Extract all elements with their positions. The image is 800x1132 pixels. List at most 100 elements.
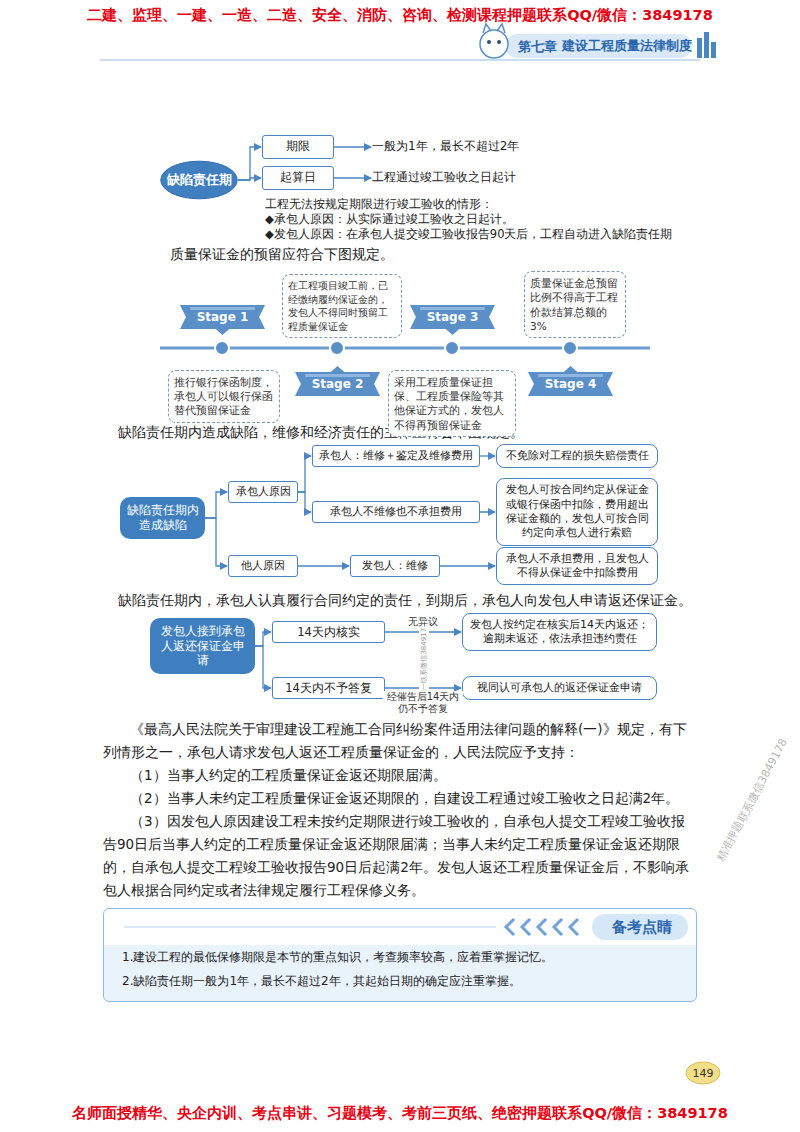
timeline-dot — [330, 341, 344, 355]
chevron — [538, 919, 546, 935]
connector — [334, 177, 371, 178]
result-box: 承包人不承担费用，且发包人不得从保证金中扣除费用 — [496, 547, 658, 586]
node-text: 他人原因 — [234, 559, 292, 573]
banner-shape — [528, 366, 613, 396]
ellipse-shape — [161, 161, 237, 199]
node-text: 起算日 — [268, 170, 328, 186]
result-box: 视同认可承包人的返还保证金申请 — [462, 676, 657, 700]
node-text: 视同认可承包人的返还保证金申请 — [469, 681, 650, 695]
body-text: 缺陷责任期内，承包人认真履行合同约定的责任，到期后，承包人向发包人申请返还保证金… — [118, 590, 692, 610]
callout-box: 质量保证金总预留比例不得高于工程价款结算总额的3% — [524, 271, 626, 338]
banner-shape — [295, 366, 380, 396]
mascot-head — [480, 30, 508, 58]
callout-box: 推行银行保函制度，承包人可以银行保函替代预留保证金 — [168, 370, 280, 423]
node-text: Stage 4 — [528, 366, 613, 396]
mascot-eye — [497, 40, 501, 44]
callout-box: 在工程项目竣工前，已经缴纳履约保证金的，发包人不得同时预留工程质量保证金 — [282, 274, 402, 338]
process-box: 承包人不维修也不承担费用 — [312, 501, 480, 523]
node-text: 采用工程质量保证担保、工程质量保险等其他保证方式的，发包人不得再预留保证金 — [394, 375, 510, 432]
chapter-title: 建设工程质量法律制度 — [562, 38, 692, 55]
stage-banner: Stage 2 — [295, 366, 380, 396]
chevron — [506, 919, 514, 935]
edge-label: 无异议 — [393, 616, 453, 628]
stage-banner: Stage 1 — [180, 305, 265, 335]
callout-box: 采用工程质量保证担保、工程质量保险等其他保证方式的，发包人不得再预留保证金 — [388, 370, 516, 437]
process-box: 14天内核实 — [272, 621, 385, 644]
building-icon — [711, 42, 716, 58]
node-text: 推行银行保函制度，承包人可以银行保函替代预留保证金 — [174, 375, 274, 418]
banner-shape — [410, 305, 495, 335]
node-text: Stage 1 — [180, 305, 265, 329]
page-number: 149 — [693, 1067, 714, 1080]
root-box: 缺陷责任期内造成缺陷 — [120, 497, 205, 539]
node-text: 发包人可按合同约定从保证金或银行保函中扣除，费用超出保证金额的，发包人可按合同约… — [503, 483, 651, 540]
result-box: 不免除对工程的损失赔偿责任 — [496, 444, 658, 468]
chevron — [554, 919, 562, 935]
header-banner-text: 二建、监理、一建、一造、二造、安全、消防、咨询、检测课程押题联系QQ/微信：38… — [0, 6, 800, 25]
node-text: 发包人接到承包人返还保证金申请 — [156, 624, 249, 669]
tip-panel: 备考点睛1.建设工程的最低保修期限是本节的重点知识，考查频率较高，应着重掌握记忆… — [103, 908, 697, 1002]
connector — [334, 146, 371, 147]
node-text: 发包人按约定在核实后14天内返还；逾期未返还，依法承担违约责任 — [469, 618, 650, 647]
process-box: 承包人：维修＋鉴定及维修费用 — [312, 445, 480, 467]
node-text: 期限 — [268, 139, 328, 155]
banner-stripe — [538, 374, 603, 377]
node-text: 承包人原因 — [234, 485, 292, 499]
root-box: 发包人接到承包人返还保证金申请 — [150, 618, 255, 675]
mascot-ears — [483, 24, 505, 33]
note-text: 工程无法按规定期限进行竣工验收的情形： — [265, 197, 493, 212]
timeline-dot — [215, 341, 229, 355]
node-text: Stage 2 — [295, 366, 380, 396]
node-text: 质量保证金总预留比例不得高于工程价款结算总额的3% — [530, 276, 620, 333]
result-text: 一般为1年，最长不超过2年 — [372, 137, 572, 157]
connector — [238, 178, 261, 180]
period-ellipse: 缺陷责任期 — [160, 160, 238, 200]
connector — [440, 565, 495, 566]
node-text: Stage 3 — [410, 305, 495, 329]
connector — [480, 455, 495, 456]
timeline-dot — [563, 341, 577, 355]
connector — [255, 632, 271, 646]
chapter-number: 第七章 — [518, 38, 557, 56]
footer-banner-text: 名师面授精华、央企内训、考点串讲、习题模考、考前三页纸、绝密押题联系QQ/微信：… — [0, 1104, 800, 1123]
note-text: ◆承包人原因：从实际通过竣工验收之日起计。 — [265, 212, 514, 227]
node-text: 工程通过竣工验收之日起计 — [372, 170, 572, 186]
banner-stripe — [190, 307, 255, 310]
banner-stripe — [305, 374, 370, 377]
node-text: 发包人：维修 — [356, 559, 434, 573]
timeline-dot — [445, 341, 459, 355]
node-text: 14天内不予答复 — [278, 681, 379, 696]
mascot-eye — [487, 40, 491, 44]
body-text: 《最高人民法院关于审理建设工程施工合同纠纷案件适用法律问题的解释(一)》规定，有… — [103, 718, 697, 764]
process-box: 期限 — [262, 135, 334, 159]
tip-item: 1.建设工程的最低保修期限是本节的重点知识，考查频率较高，应着重掌握记忆。 — [104, 945, 696, 969]
node-text: 承包人不维修也不承担费用 — [318, 505, 474, 519]
cause-box: 他人原因 — [228, 555, 298, 577]
building-icon — [704, 32, 709, 58]
connector — [255, 646, 271, 688]
body-text: （1）当事人约定的工程质量保证金返还期限届满。 — [103, 764, 697, 787]
watermark: 精准押题联系微信3849178 — [713, 736, 791, 864]
body-text: （3）因发包人原因建设工程未按约定期限进行竣工验收的，自承包人提交工程竣工验收报… — [103, 810, 697, 902]
result-box: 发包人可按合同约定从保证金或银行保函中扣除，费用超出保证金额的，发包人可按合同约… — [496, 478, 658, 545]
building-icon — [697, 38, 702, 58]
node-text: 缺陷责任期 — [167, 171, 232, 189]
heading-rule — [124, 926, 496, 928]
connector — [298, 565, 349, 566]
banner-shape — [180, 305, 265, 335]
node-text: 一般为1年，最长不超过2年 — [372, 139, 572, 155]
body-text: 质量保证金的预留应符合下图规定。 — [170, 244, 394, 264]
result-box: 发包人按约定在核实后14天内返还；逾期未返还，依法承担违约责任 — [462, 613, 657, 652]
connector — [298, 456, 311, 492]
process-box: 14天内不予答复 — [272, 677, 385, 700]
header-band — [505, 34, 692, 58]
body-text: （2）当事人未约定工程质量保证金返还期限的，自建设工程通过竣工验收之日起满2年。 — [103, 787, 697, 810]
node-text: 不免除对工程的损失赔偿责任 — [503, 449, 651, 463]
tip-heading: 备考点睛 — [104, 909, 696, 945]
connector — [238, 147, 261, 180]
tip-item: 2.缺陷责任期一般为1年，最长不超过2年，其起始日期的确定应注重掌握。 — [104, 969, 696, 993]
watermark: 唯一联系微信3849178 — [419, 622, 429, 697]
page-number-badge — [686, 1062, 720, 1084]
